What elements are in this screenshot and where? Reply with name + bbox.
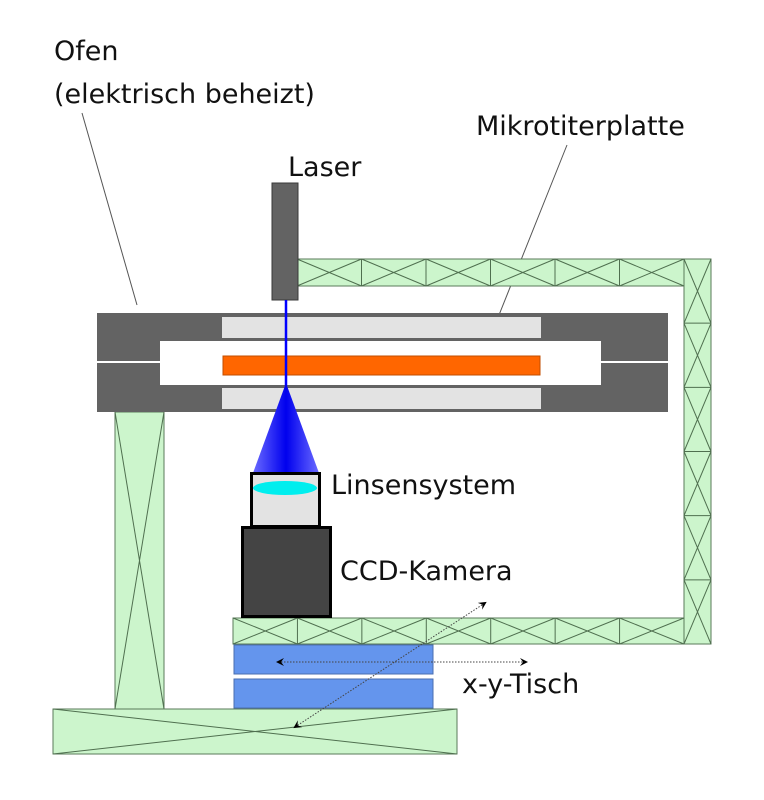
truss-brace <box>683 258 712 324</box>
truss-brace <box>490 258 556 287</box>
lens-system <box>250 472 321 528</box>
truss-brace <box>554 617 620 645</box>
oven-label-sub: (elektrisch beheizt) <box>54 79 315 110</box>
light-cone <box>253 383 319 473</box>
truss-brace <box>554 258 620 287</box>
ccd-camera <box>241 526 332 618</box>
ccd-camera-label: CCD-Kamera <box>340 556 513 587</box>
laser-label: Laser <box>288 152 362 183</box>
xy-table-x-stage <box>233 644 434 675</box>
lens-system-label: Linsensystem <box>331 470 516 501</box>
oven-label: Ofen <box>54 36 118 67</box>
truss-brace <box>232 617 298 645</box>
truss-brace <box>619 258 685 287</box>
truss-brace <box>619 617 685 645</box>
truss-brace <box>490 617 556 645</box>
truss-brace <box>425 258 491 287</box>
truss-brace <box>683 322 712 388</box>
truss-bottom-beam <box>232 617 685 645</box>
xy-table-y-stage <box>233 678 434 709</box>
oven-pointer-line <box>81 112 138 306</box>
y-motion-arrow-icon <box>293 601 487 729</box>
truss-brace <box>683 515 712 581</box>
microplate <box>222 355 541 376</box>
base-plate <box>52 708 458 755</box>
xy-table-label: x-y-Tisch <box>462 669 579 700</box>
truss-top-beam <box>296 258 685 287</box>
truss-brace <box>683 451 712 516</box>
truss-right-beam <box>683 258 712 645</box>
truss-left-column <box>114 411 165 710</box>
oven-insert-top <box>222 317 541 338</box>
oven <box>97 313 668 412</box>
oven-insert-bottom <box>222 388 541 409</box>
lens <box>253 481 317 495</box>
truss-brace <box>296 258 362 287</box>
truss-brace <box>683 387 712 452</box>
microplate-label: Mikrotiterplatte <box>476 111 685 142</box>
truss-brace <box>683 579 712 645</box>
truss-brace <box>361 258 427 287</box>
xy-table <box>233 644 434 709</box>
laser <box>271 182 299 301</box>
